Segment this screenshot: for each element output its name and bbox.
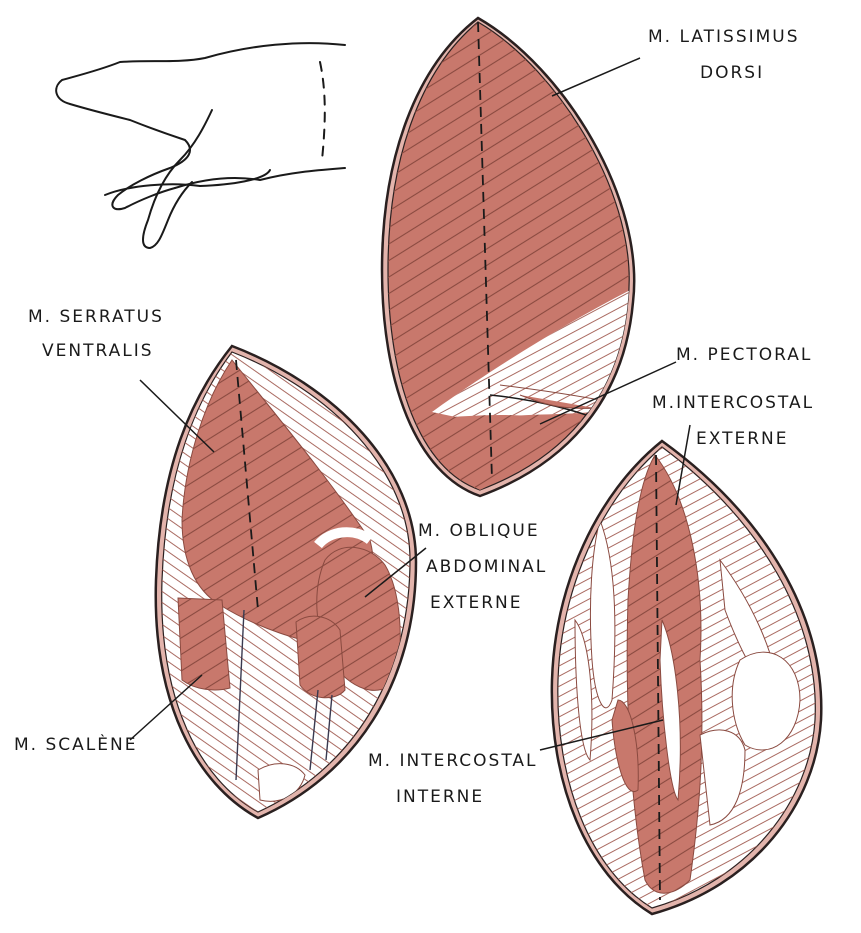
svg-text:INTERNE: INTERNE bbox=[396, 787, 484, 807]
svg-text:M. INTERCOSTAL: M. INTERCOSTAL bbox=[368, 751, 538, 771]
dog-outline-icon bbox=[56, 43, 345, 248]
label-pectoral: M. PECTORAL bbox=[676, 345, 812, 365]
dissection-intercostal bbox=[550, 440, 830, 920]
svg-text:M. SCALÈNE: M. SCALÈNE bbox=[14, 733, 137, 755]
svg-text:VENTRALIS: VENTRALIS bbox=[42, 341, 154, 361]
svg-text:M.INTERCOSTAL: M.INTERCOSTAL bbox=[652, 393, 814, 413]
svg-text:ABDOMINAL: ABDOMINAL bbox=[426, 557, 547, 577]
svg-text:M. PECTORAL: M. PECTORAL bbox=[676, 345, 812, 365]
label-oblique: M. OBLIQUE ABDOMINAL EXTERNE bbox=[418, 521, 547, 613]
label-scalene: M. SCALÈNE bbox=[14, 733, 137, 755]
label-serratus: M. SERRATUS VENTRALIS bbox=[28, 307, 164, 361]
dissection-serratus bbox=[156, 346, 420, 820]
svg-text:DORSI: DORSI bbox=[700, 63, 764, 83]
label-intercostal-interne: M. INTERCOSTAL INTERNE bbox=[368, 751, 538, 807]
dissection-latissimus bbox=[380, 18, 640, 500]
svg-text:M. SERRATUS: M. SERRATUS bbox=[28, 307, 164, 327]
svg-text:M. OBLIQUE: M. OBLIQUE bbox=[418, 521, 540, 541]
svg-text:EXTERNE: EXTERNE bbox=[696, 429, 788, 449]
svg-text:M. LATISSIMUS: M. LATISSIMUS bbox=[648, 27, 800, 47]
label-latissimus: M. LATISSIMUS DORSI bbox=[648, 27, 800, 83]
svg-text:EXTERNE: EXTERNE bbox=[430, 593, 522, 613]
label-intercostal-externe: M.INTERCOSTAL EXTERNE bbox=[652, 393, 814, 449]
